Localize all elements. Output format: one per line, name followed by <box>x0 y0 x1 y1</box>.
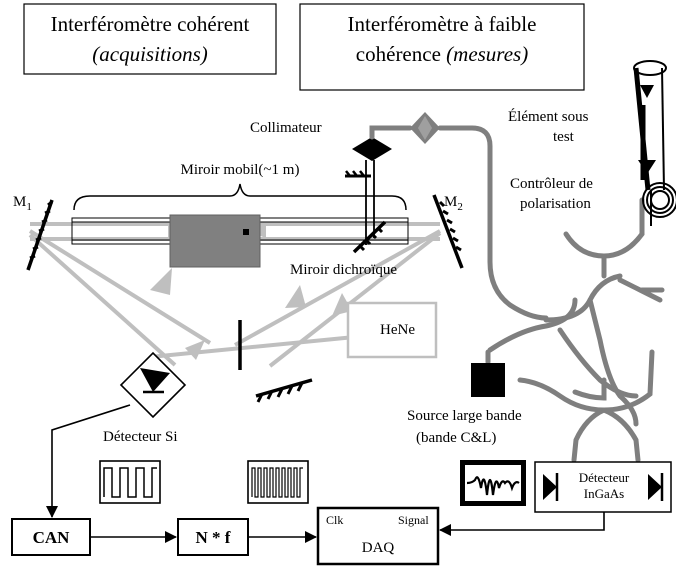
source-label-1: Source large bande <box>407 408 522 424</box>
polarization-controller-label-1: Contrôleur de <box>510 176 593 192</box>
fiber-connector <box>410 112 440 144</box>
element-under-test <box>633 60 667 191</box>
moving-mirror-block <box>169 214 261 268</box>
mirror-m1 <box>26 199 54 271</box>
header-left-line1: Interféromètre cohérent <box>51 12 250 36</box>
mirror-m2 <box>432 194 464 269</box>
coherent-interferometer-header: Interféromètre cohérent (acquisitions) <box>23 3 277 75</box>
ingaas-detector: Détecteur InGaAs <box>534 461 672 513</box>
daq-clk-label: Clk <box>326 513 343 527</box>
header-left-line2: (acquisitions) <box>92 42 208 66</box>
moving-mirror-label: Miroir mobil(~1 m) <box>181 162 300 178</box>
broadband-source <box>471 363 505 397</box>
hene-laser <box>346 301 438 359</box>
square-wave-icon <box>99 460 161 504</box>
header-right-line1: Interféromètre à faible <box>348 12 537 36</box>
element-under-test-label-2: test <box>553 129 575 145</box>
collimator-label: Collimateur <box>250 120 322 136</box>
translation-stage <box>71 214 409 268</box>
collimator <box>352 137 392 161</box>
travel-brace <box>73 183 407 211</box>
hene-label: HeNe <box>380 322 415 338</box>
si-detector-label: Détecteur Si <box>103 429 178 445</box>
low-coherence-interferometer-header: Interféromètre à faible cohérence (mesur… <box>299 3 585 91</box>
svg-text:N * f: N * f <box>196 528 231 547</box>
element-under-test-arrows <box>638 85 656 174</box>
fold-mirror-small <box>345 170 371 178</box>
fiber-network <box>369 125 665 463</box>
header-right-line2-normal: cohérence <box>356 42 446 66</box>
polarization-controller <box>642 182 676 226</box>
can-block: CAN <box>11 518 91 556</box>
svg-text:CAN: CAN <box>33 528 71 547</box>
si-detector <box>119 351 187 419</box>
ingaas-label-2: InGaAs <box>584 486 624 501</box>
dichroic-mirror <box>352 160 387 254</box>
m2-label: M2 <box>444 194 463 213</box>
high-freq-square-wave-icon <box>247 460 309 504</box>
element-under-test-label-1: Élément sous <box>508 108 589 125</box>
source-label-2: (bande C&L) <box>416 430 496 446</box>
m1-label: M1 <box>13 194 32 213</box>
signal-wiring <box>46 404 605 543</box>
nf-block: N * f <box>177 518 249 556</box>
dichroic-mirror-label: Miroir dichroïque <box>290 262 397 278</box>
header-right-line2: cohérence (mesures) <box>356 42 528 66</box>
daq-signal-label: Signal <box>398 513 429 527</box>
daq-label: DAQ <box>362 540 395 556</box>
header-right-line2-italic: (mesures) <box>446 42 528 66</box>
fold-mirror-bottom <box>255 378 313 403</box>
polarization-controller-label-2: polarisation <box>520 196 591 212</box>
ingaas-label-1: Détecteur <box>579 470 630 485</box>
interferogram-icon <box>460 460 526 506</box>
daq-block: Clk Signal DAQ <box>316 506 440 566</box>
